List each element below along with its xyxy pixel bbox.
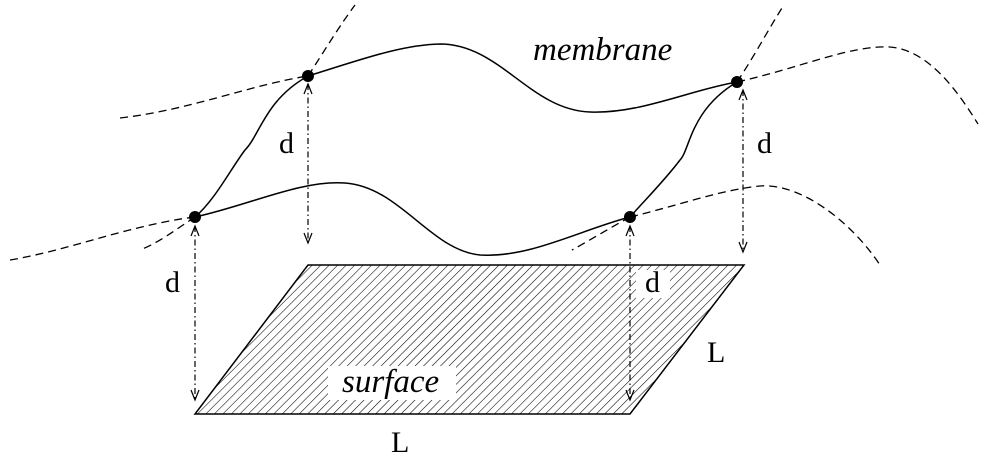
distance-arrow-bottom-left (190, 224, 200, 402)
dashed-bottom-left-down (139, 216, 196, 251)
distance-label-bottom-right-background (636, 270, 670, 298)
dashed-top-right-up (736, 7, 783, 83)
surface-outline (193, 264, 746, 415)
surface-plane: surface (193, 264, 746, 415)
distance-arrow-top-right (738, 88, 748, 254)
arrowhead-down (738, 241, 748, 254)
dashed-top-left (119, 75, 309, 119)
arrowhead-up (625, 224, 635, 237)
distance-label-bottom-left: d (165, 266, 180, 299)
arrowhead-up (303, 82, 313, 95)
surface-label: surface (342, 364, 439, 400)
anchor-point-top-left (302, 70, 314, 82)
membrane-label: membrane (533, 32, 672, 68)
membrane-left-edge (194, 75, 309, 218)
anchor-point-bottom-left (189, 211, 201, 223)
dashed-bottom-left (9, 216, 196, 261)
distance-label-top-right: d (757, 127, 772, 160)
surface-label-background (328, 366, 456, 400)
dashed-top-right (736, 46, 979, 125)
dashed-bottom-right-down (571, 216, 631, 251)
anchor-points (189, 70, 743, 223)
arrowhead-up (738, 88, 748, 101)
distance-label-bottom-right: d (645, 266, 660, 299)
membrane-bottom-edge (194, 182, 631, 256)
arrowhead-up (190, 224, 200, 237)
anchor-point-top-right (731, 76, 743, 88)
membrane-patch (194, 43, 738, 256)
membrane-extension (9, 4, 979, 266)
side-length-label-bottom: L (391, 426, 409, 459)
membrane-top-edge (307, 43, 738, 113)
distance-label-top-left: d (279, 127, 294, 160)
anchor-point-bottom-right (624, 211, 636, 223)
distance-arrow-top-left (303, 82, 313, 245)
dashed-top-left-up (307, 4, 356, 77)
membrane-right-edge (629, 81, 738, 218)
arrowhead-down (190, 389, 200, 402)
distance-arrow-bottom-right (625, 224, 635, 402)
arrowhead-down (303, 232, 313, 245)
dashed-bottom-right (629, 185, 881, 266)
arrowhead-down (625, 389, 635, 402)
side-length-label-right: L (707, 336, 725, 369)
